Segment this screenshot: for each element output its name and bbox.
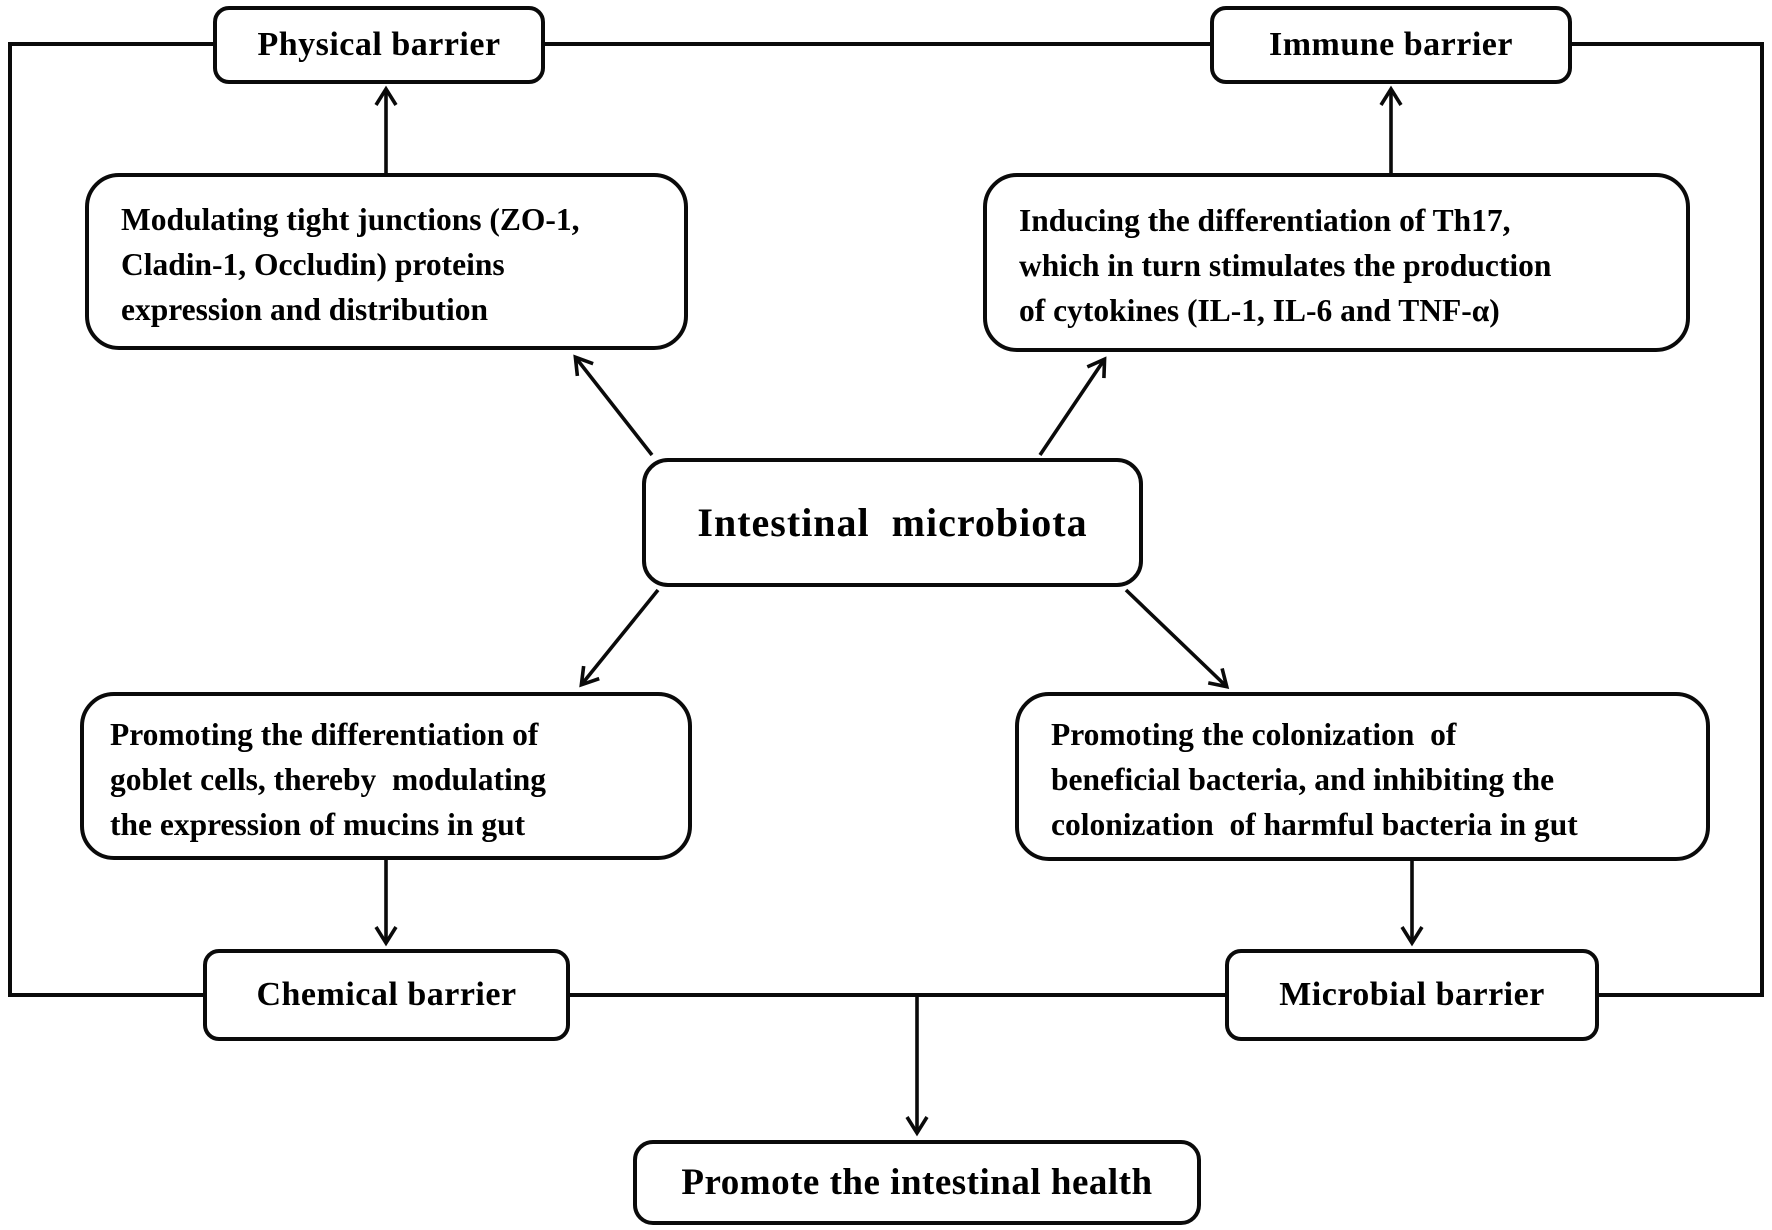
immune-barrier-box: Immune barrier bbox=[1210, 6, 1572, 84]
physical-barrier-box: Physical barrier bbox=[213, 6, 545, 84]
chemical-barrier-box: Chemical barrier bbox=[203, 949, 570, 1041]
arrow-center-to-tight-junctions bbox=[573, 354, 654, 457]
microbial-barrier-box: Microbial barrier bbox=[1225, 949, 1599, 1041]
goblet-line-2: goblet cells, thereby modulating bbox=[110, 761, 547, 797]
immune-barrier-label: Immune barrier bbox=[1268, 26, 1513, 63]
goblet-line-3: the expression of mucins in gut bbox=[110, 806, 526, 842]
th17-cytokines-box: Inducing the differentiation of Th17, wh… bbox=[983, 173, 1690, 352]
colonization-line-3: colonization of harmful bacteria in gut bbox=[1051, 807, 1578, 842]
colonization-box: Promoting the colonization of beneficial… bbox=[1015, 692, 1710, 861]
intestinal-health-label: Promote the intestinal health bbox=[681, 1162, 1153, 1203]
colonization-line-2: beneficial bacteria, and inhibiting the bbox=[1051, 762, 1555, 797]
th17-line-3: of cytokines (IL-1, IL-6 and TNF-α) bbox=[1019, 293, 1500, 328]
intestinal-microbiota-box: Intestinal microbiota bbox=[642, 458, 1143, 587]
tight-junctions-box: Modulating tight junctions (ZO-1, Cladin… bbox=[85, 173, 688, 350]
tight-junctions-line-2: Cladin-1, Occludin) proteins bbox=[121, 247, 505, 282]
tight-junctions-line-1: Modulating tight junctions (ZO-1, bbox=[121, 202, 580, 237]
tight-junctions-line-3: expression and distribution bbox=[121, 292, 489, 327]
th17-line-2: which in turn stimulates the production bbox=[1019, 248, 1552, 283]
intestinal-microbiota-label: Intestinal microbiota bbox=[697, 500, 1088, 545]
arrow-center-to-goblet bbox=[579, 588, 660, 688]
colonization-line-1: Promoting the colonization of bbox=[1051, 717, 1457, 752]
outer-frame bbox=[8, 42, 1764, 997]
goblet-cells-box: Promoting the differentiation of goblet … bbox=[80, 692, 692, 860]
chemical-barrier-label: Chemical barrier bbox=[256, 976, 517, 1013]
intestinal-health-box: Promote the intestinal health bbox=[633, 1140, 1201, 1225]
microbial-barrier-label: Microbial barrier bbox=[1279, 976, 1545, 1013]
goblet-line-1: Promoting the differentiation of bbox=[110, 716, 539, 752]
arrow-center-to-th17 bbox=[1038, 356, 1107, 457]
th17-line-1: Inducing the differentiation of Th17, bbox=[1019, 203, 1511, 238]
physical-barrier-label: Physical barrier bbox=[257, 26, 501, 63]
arrow-center-to-colonization bbox=[1124, 588, 1230, 690]
